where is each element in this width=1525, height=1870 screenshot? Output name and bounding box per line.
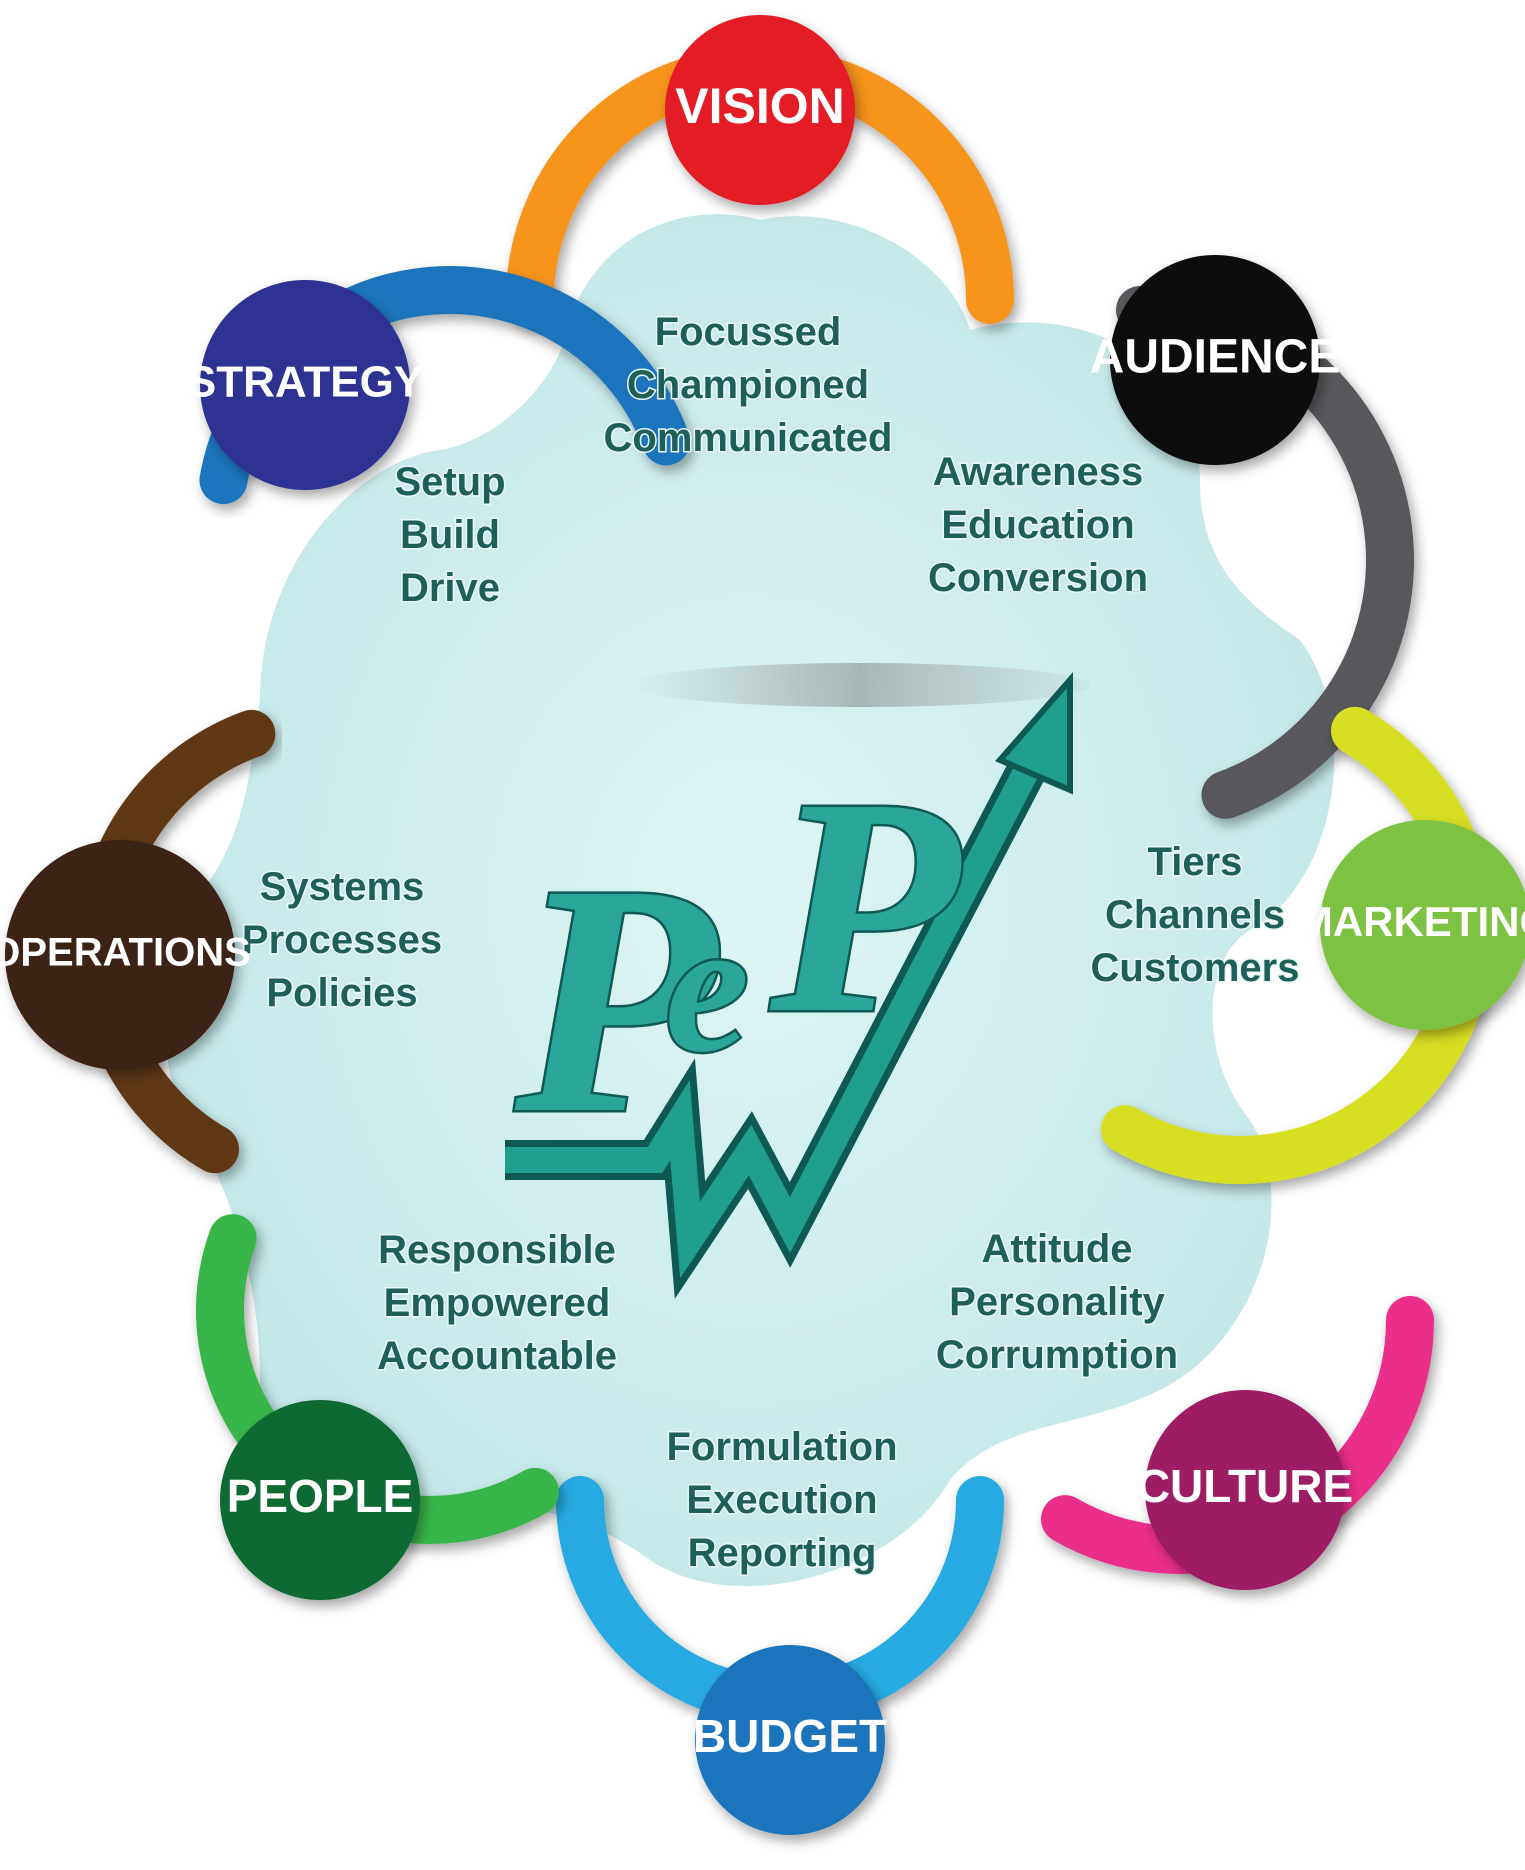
vision-segment-line: Focussed [655, 310, 842, 354]
budget-segment-line: Reporting [688, 1531, 877, 1575]
segment-texts: FocussedChampionedCommunicatedAwarenessE… [240, 309, 1301, 1577]
vision-node-label: VISION [675, 78, 844, 134]
logo-letter-e: e [665, 882, 749, 1092]
people-segment-line: Accountable [377, 1334, 617, 1378]
culture-node-circle [1145, 1390, 1345, 1590]
node-circles: VISION AUDIENCE MARKETING CULTURE BUDGET PEOP… [0, 15, 1525, 1835]
marketing-segment-line: Customers [1091, 946, 1300, 990]
audience-segment-line: Awareness [933, 450, 1144, 494]
marketing-node-circle [1320, 820, 1525, 1030]
people-segment-line: Empowered [384, 1281, 611, 1325]
growth-arrow-head [995, 672, 1073, 795]
budget-segment-line: Execution [686, 1478, 877, 1522]
marketing-segment-line: Tiers [1148, 840, 1243, 884]
logo-letter-p1: P [510, 817, 721, 1182]
operations-segment-line: Processes [242, 918, 442, 962]
culture-segment-line: Attitude [981, 1227, 1132, 1271]
node-people: PEOPLE [220, 1400, 420, 1600]
pep-logo: P e P [505, 663, 1090, 1299]
vision-segment-line: Championed [627, 363, 869, 407]
node-strategy: STRATEGY [187, 280, 423, 490]
node-budget: BUDGET [693, 1645, 887, 1835]
operations-segment-line: Policies [266, 971, 417, 1015]
culture-node-label: CULTURE [1137, 1460, 1353, 1512]
audience-node-circle [1110, 255, 1320, 465]
culture-segment-line: Personality [949, 1280, 1165, 1324]
audience-segment-line: Conversion [928, 556, 1148, 600]
operations-node-circle [5, 840, 235, 1070]
people-node-label: PEOPLE [227, 1470, 414, 1522]
budget-node-label: BUDGET [693, 1710, 887, 1762]
strategy-node-label: STRATEGY [187, 358, 423, 407]
strategy-node-circle [200, 280, 410, 490]
node-culture: CULTURE [1137, 1390, 1353, 1590]
budget-node-circle [695, 1645, 885, 1835]
operations-node-label: OPERATIONS [0, 931, 251, 975]
audience-segment-line: Education [941, 503, 1134, 547]
strategy-segment-line: Drive [400, 566, 500, 610]
budget-segment-line: Formulation [666, 1425, 897, 1469]
marketing-node-label: MARKETING [1298, 898, 1525, 945]
growth-arrow [505, 738, 1052, 1279]
node-operations: OPERATIONS [0, 840, 251, 1070]
vision-node-circle [665, 15, 855, 205]
marketing-segment-line: Channels [1105, 893, 1285, 937]
people-node-circle [220, 1400, 420, 1600]
strategy-segment-line: Setup [394, 460, 505, 504]
people-segment-line: Responsible [378, 1228, 616, 1272]
vision-segment-line: Communicated [604, 416, 893, 460]
marketing-connector-arc [1101, 706, 1494, 1184]
audience-node-label: AUDIENCE [1090, 331, 1341, 384]
node-audience: AUDIENCE [1090, 255, 1341, 465]
node-vision: VISION [665, 15, 855, 205]
swoosh-trail [630, 663, 1090, 707]
node-marketing: MARKETING [1298, 820, 1525, 1030]
culture-segment-line: Corrumption [936, 1333, 1178, 1377]
cloud-body [165, 214, 1335, 1587]
operations-segment-line: Systems [260, 865, 425, 909]
strategy-segment-line: Build [400, 513, 500, 557]
logo-letter-p2: P [765, 735, 964, 1078]
